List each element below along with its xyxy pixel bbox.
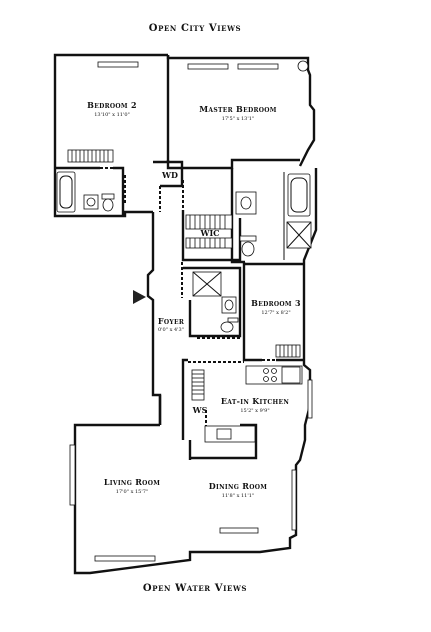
living-room-label: Living Room xyxy=(104,477,160,487)
radiators xyxy=(67,149,301,401)
entry-arrow xyxy=(133,290,146,304)
foyer-dimensions: 0'0" x 4'3" xyxy=(158,327,184,333)
kitchen-dimensions: 15'2" x 9'9" xyxy=(240,408,269,414)
windows xyxy=(69,60,313,562)
dining-room-dimensions: 11'8" x 11'1" xyxy=(222,493,254,499)
foyer-label: Foyer xyxy=(158,316,185,326)
living-room-dimensions: 17'0" x 15'7" xyxy=(116,489,148,495)
kitchen-fixtures xyxy=(204,365,303,443)
door-openings xyxy=(100,167,276,363)
wd-tag: WD xyxy=(161,170,178,180)
dining-room-label: Dining Room xyxy=(209,481,268,491)
bedroom3-label: Bedroom 3 xyxy=(251,298,301,308)
master-bedroom-dimensions: 17'5" x 13'1" xyxy=(222,116,254,122)
top-view-caption: Open City Views xyxy=(149,23,241,34)
wic-tag: WIC xyxy=(199,228,219,238)
ws-tag: WS xyxy=(192,405,208,415)
bedroom3-dimensions: 12'7" x 8'2" xyxy=(261,310,290,316)
master-bedroom-label: Master Bedroom xyxy=(199,104,277,114)
bedroom2-label: Bedroom 2 xyxy=(87,100,137,110)
bedroom2-dimensions: 13'10" x 11'0" xyxy=(94,112,130,118)
bath-fixtures xyxy=(56,171,312,333)
kitchen-label: Eat-in Kitchen xyxy=(221,396,289,406)
bottom-view-caption: Open Water Views xyxy=(143,583,247,594)
interior-walls xyxy=(55,55,304,460)
